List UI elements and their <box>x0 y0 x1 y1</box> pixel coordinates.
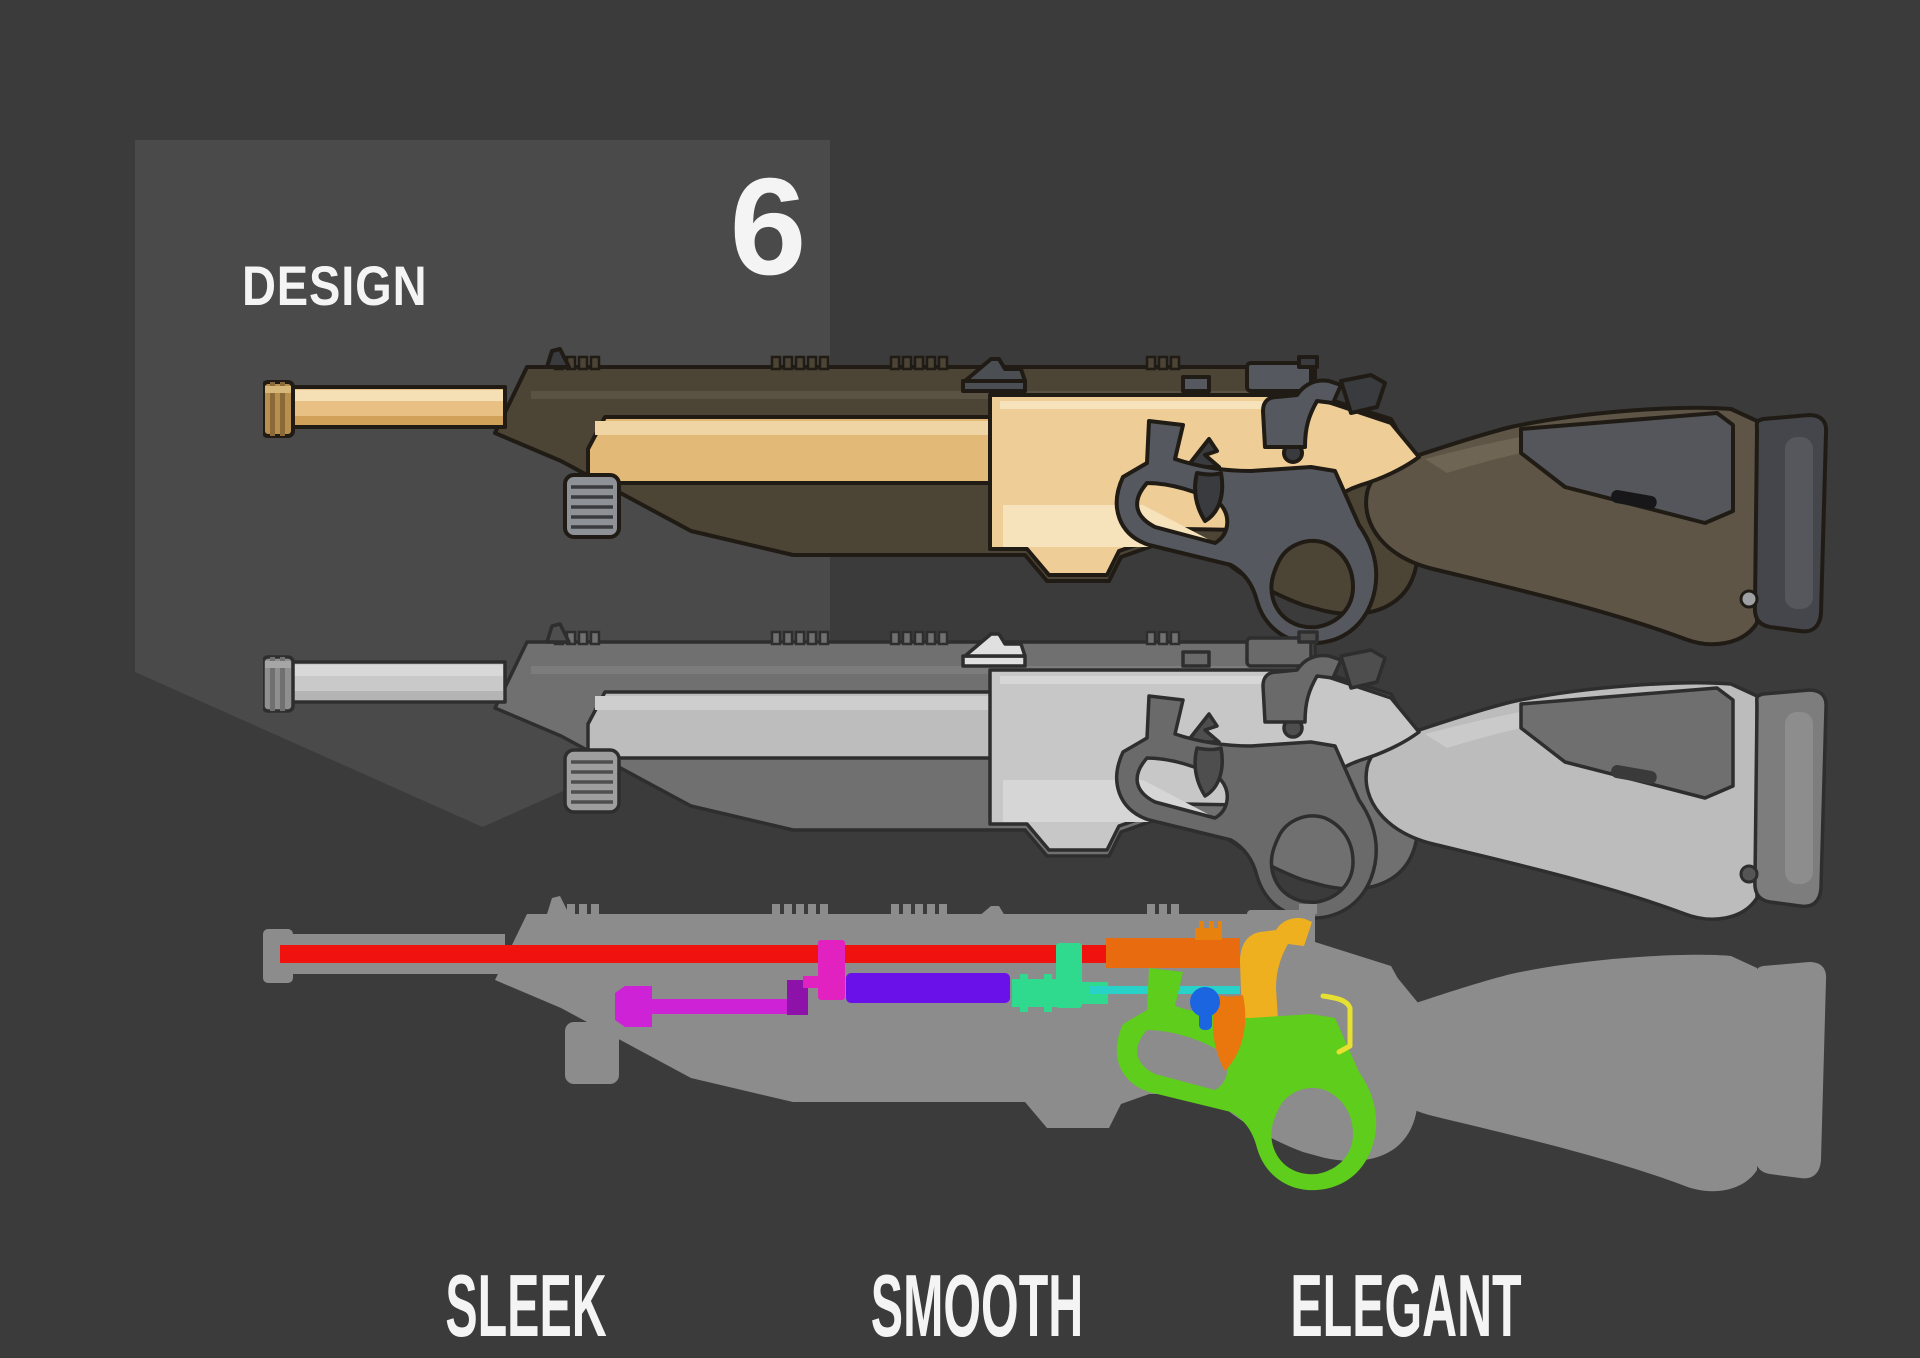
caption-smooth: SMOOTH <box>870 1256 1084 1355</box>
rifle-variant-mechanism <box>263 877 1833 1197</box>
design-label-text: DESIGN <box>242 254 428 317</box>
page-title: DESIGN <box>242 258 463 314</box>
caption-elegant: ELEGANT <box>1290 1256 1522 1355</box>
rifle-variant-colored <box>263 330 1833 650</box>
design-number: 6 <box>729 150 807 304</box>
caption-sleek: SLEEK <box>445 1256 607 1355</box>
